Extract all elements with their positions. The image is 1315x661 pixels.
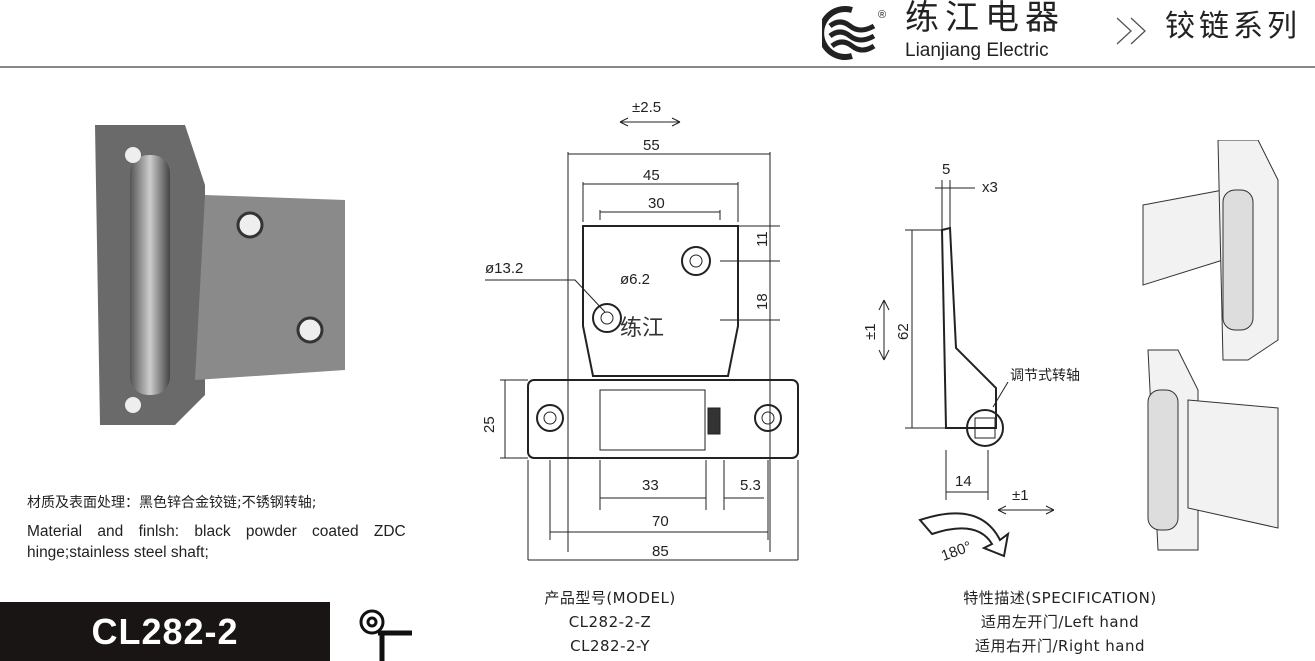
svg-text:45: 45 <box>643 167 660 184</box>
svg-text:5: 5 <box>942 161 950 178</box>
svg-text:±1: ±1 <box>1012 487 1029 504</box>
svg-text:62: 62 <box>895 323 912 340</box>
hinge-variant-photos <box>1142 140 1279 551</box>
model-item-left: CL282-2-Z <box>568 613 652 631</box>
svg-text:调节式转轴: 调节式转轴 <box>1010 368 1080 384</box>
svg-text:14: 14 <box>955 473 972 490</box>
model-title: 产品型号(MODEL) <box>544 589 676 607</box>
svg-text:180°: 180° <box>939 538 974 565</box>
projection-symbol-icon <box>359 609 412 661</box>
svg-text:ø6.2: ø6.2 <box>620 271 650 288</box>
material-en-line1: Material and finlsh: black powder coated… <box>27 523 406 540</box>
svg-text:ø13.2: ø13.2 <box>485 260 523 277</box>
svg-text:练江: 练江 <box>620 316 664 341</box>
hinge-photo <box>95 125 345 425</box>
svg-text:±2.5: ±2.5 <box>632 99 661 116</box>
double-chevron-icon <box>1116 17 1146 45</box>
svg-text:30: 30 <box>648 195 665 212</box>
spec-item-left: 适用左开门/Left hand <box>980 613 1140 631</box>
front-view-drawing: ±2.5 55 45 30 11 18 ø13.2 ø6.2 练江 25 33 … <box>481 99 799 561</box>
svg-text:x3: x3 <box>982 179 998 196</box>
svg-text:®: ® <box>878 9 886 21</box>
spec-item-right: 适用右开门/Right hand <box>974 637 1146 655</box>
svg-text:25: 25 <box>481 416 498 433</box>
svg-text:33: 33 <box>642 477 659 494</box>
svg-text:18: 18 <box>754 293 771 310</box>
svg-text:85: 85 <box>652 543 669 560</box>
brand-name-en: Lianjiang Electric <box>905 40 1049 61</box>
side-view-drawing: 5 x3 62 ±1 调节式转轴 14 ±1 180° <box>862 161 1080 565</box>
brand-name-cn: 练江电器 <box>905 0 1065 38</box>
svg-text:11: 11 <box>754 231 771 247</box>
series-title: 铰链系列 <box>1165 9 1301 44</box>
model-code-banner: CL282-2 <box>0 602 330 661</box>
svg-text:±1: ±1 <box>862 323 879 340</box>
svg-text:5.3: 5.3 <box>740 477 761 494</box>
svg-text:55: 55 <box>643 137 660 154</box>
header-divider <box>0 66 1315 68</box>
spec-title: 特性描述(SPECIFICATION) <box>963 589 1157 607</box>
brand-logo-icon: ® <box>822 6 886 60</box>
material-en-line2: hinge;stainless steel shaft; <box>27 544 209 561</box>
model-item-right: CL282-2-Y <box>570 637 650 655</box>
svg-text:70: 70 <box>652 513 669 530</box>
material-cn: 材质及表面处理：黑色锌合金铰链;不锈钢转轴; <box>27 495 317 511</box>
